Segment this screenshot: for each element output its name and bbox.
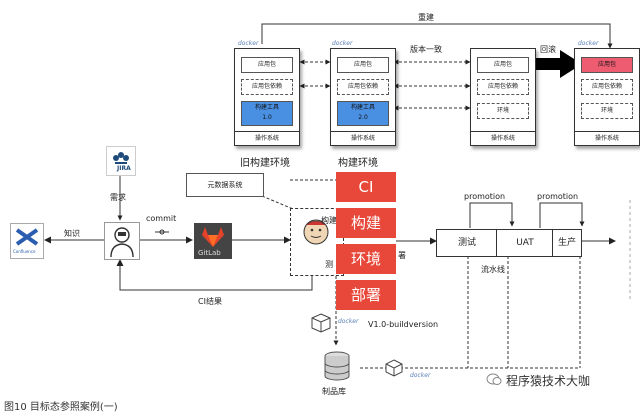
promotion-label-1: promotion xyxy=(464,192,506,201)
rollback-app-dep: 应用包依赖 xyxy=(581,79,633,95)
developer-icon xyxy=(104,222,140,260)
jenkins-test-label: 测 xyxy=(325,260,333,269)
old-app-dep: 应用包依赖 xyxy=(241,79,293,95)
rollback-label: 回滚 xyxy=(540,45,556,54)
rollback-arrow xyxy=(532,50,582,78)
old-os: 操作系统 xyxy=(235,131,299,145)
new-app-pkg: 应用包 xyxy=(337,57,389,73)
metadata-link xyxy=(261,195,306,215)
pipeline-label: 流水线 xyxy=(481,265,505,274)
env-app-pkg: 应用包 xyxy=(477,57,529,73)
new-build-tool: 构建工具 2.0 xyxy=(337,101,389,126)
new-build-stack: 应用包 应用包依赖 构建工具 2.0 操作系统 xyxy=(330,48,396,146)
stage-prod-label: 生产 xyxy=(557,238,576,248)
build-block: 构建 xyxy=(336,208,396,238)
old-build-tool-version: 1.0 xyxy=(262,114,272,121)
requirement-label: 需求 xyxy=(110,193,126,202)
old-build-stack: 应用包 应用包依赖 构建工具 1.0 操作系统 xyxy=(234,48,300,146)
confluence-label: Confluence xyxy=(13,249,36,254)
jenkins-box: 构建 测 xyxy=(290,208,344,276)
knowledge-label: 知识 xyxy=(64,229,80,238)
old-app-pkg: 应用包 xyxy=(241,57,293,73)
rollback-os: 操作系统 xyxy=(575,131,639,145)
gitlab-label: GitLab xyxy=(198,249,221,257)
docker-logo-1: docker xyxy=(238,40,259,47)
person-icon xyxy=(110,227,134,258)
docker-logo-4: docker xyxy=(578,40,599,47)
version-consistent-label: 版本一致 xyxy=(410,45,442,54)
new-env-label: 构建环境 xyxy=(338,158,378,169)
confluence-logo-icon xyxy=(15,228,39,246)
rebuild-label: 重建 xyxy=(418,13,434,22)
jenkins-build-label: 构建 xyxy=(321,216,337,225)
jenkins-icon xyxy=(303,219,329,245)
new-build-tool-version: 2.0 xyxy=(358,114,368,121)
new-build-tool-name: 构建工具 xyxy=(350,104,375,111)
stage-test-label: 测试 xyxy=(457,238,476,248)
jira-logo-icon xyxy=(113,152,129,164)
promotion-label-2: promotion xyxy=(537,192,579,201)
ci-block: CI xyxy=(336,172,396,202)
chat-bubble-icon xyxy=(486,373,502,385)
rollback-app-pkg: 应用包 xyxy=(581,57,633,73)
old-build-tool: 构建工具 1.0 xyxy=(241,101,293,126)
commit-label: commit xyxy=(146,214,177,223)
docker-logo-2: docker xyxy=(332,40,353,47)
caption: 图10 目标态参照案例(一) xyxy=(4,402,118,413)
env-os: 操作系统 xyxy=(471,131,535,145)
docker-logo-build: docker xyxy=(338,318,359,325)
rollback-env: 环境 xyxy=(581,103,633,119)
buildversion-label: V1.0-buildversion xyxy=(368,320,439,329)
env-app-dep: 应用包依赖 xyxy=(477,79,529,95)
gitlab-icon: GitLab xyxy=(194,223,232,259)
ci-result-line xyxy=(116,259,313,291)
env-block: 环境 xyxy=(336,244,396,274)
jira-icon: JIRA xyxy=(106,146,136,176)
confluence-icon: Confluence xyxy=(10,223,44,259)
package-cube-icon-2 xyxy=(385,359,403,377)
promotion-line-1 xyxy=(469,202,515,228)
deploy-suffix-label: 署 xyxy=(398,251,406,260)
rebuild-line xyxy=(261,23,613,49)
gitlab-fox-icon xyxy=(202,227,224,247)
jira-label: JIRA xyxy=(117,165,131,172)
stage-uat-label: UAT xyxy=(516,238,534,248)
database-icon xyxy=(324,351,350,381)
old-env-label: 旧构建环境 xyxy=(240,158,290,169)
stage-prod: 生产 xyxy=(552,229,582,257)
new-os: 操作系统 xyxy=(331,131,395,145)
env-stack: 应用包 应用包依赖 环境 操作系统 xyxy=(470,48,536,146)
promotion-line-2 xyxy=(539,202,585,228)
stage-test: 测试 xyxy=(436,229,498,257)
old-build-tool-name: 构建工具 xyxy=(254,104,279,111)
wechat-icon xyxy=(486,372,502,386)
rollback-stack: 应用包 应用包依赖 环境 操作系统 xyxy=(574,48,640,146)
artifact-repo-label: 制品库 xyxy=(322,387,346,396)
metadata-label: 元数据系统 xyxy=(207,181,243,189)
ci-result-label: CI结果 xyxy=(198,297,222,306)
deploy-block: 部署 xyxy=(336,280,396,310)
docker-logo-repo: docker xyxy=(410,372,431,379)
stage-uat: UAT xyxy=(496,229,554,257)
metadata-box: 元数据系统 xyxy=(186,173,264,197)
env-env: 环境 xyxy=(477,103,529,119)
package-cube-icon xyxy=(311,313,331,333)
new-app-dep: 应用包依赖 xyxy=(337,79,389,95)
watermark-label: 程序猿技术大咖 xyxy=(506,374,591,388)
